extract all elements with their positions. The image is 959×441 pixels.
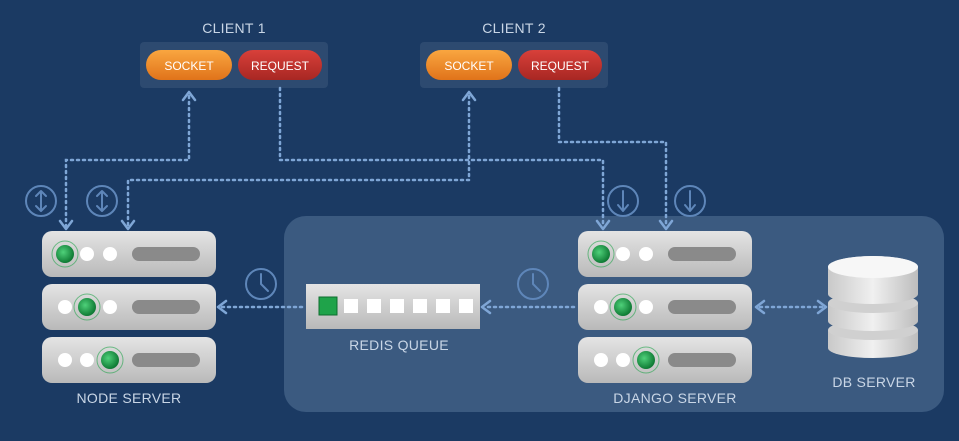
drive-slot	[132, 353, 200, 367]
client-title: CLIENT 2	[482, 20, 546, 36]
arrowhead	[58, 219, 74, 231]
drive-slot	[668, 353, 736, 367]
socket-button[interactable]: SOCKET	[146, 50, 232, 80]
node-server: NODE SERVER	[42, 231, 216, 406]
arrowhead	[461, 90, 477, 102]
client-2: CLIENT 2 SOCKET REQUEST	[420, 20, 608, 88]
server-unit	[578, 284, 752, 330]
redis-queue: REDIS QUEUE	[306, 284, 480, 353]
redis-queue-label: REDIS QUEUE	[349, 337, 449, 353]
db-server-label: DB SERVER	[832, 374, 915, 390]
queue-slot	[344, 299, 358, 313]
connector-lines	[58, 86, 828, 315]
down-arrow-icon	[674, 185, 706, 217]
queue-slot	[390, 299, 404, 313]
db-server: DB SERVER	[828, 256, 918, 390]
arrowhead	[658, 219, 674, 231]
node-server-label: NODE SERVER	[77, 390, 182, 406]
server-unit	[42, 284, 216, 330]
connector-client2-request-django	[557, 86, 668, 228]
clock-icon	[517, 268, 549, 300]
queue-slot	[436, 299, 450, 313]
up-down-arrow-icon	[86, 185, 118, 217]
arrowhead	[216, 299, 228, 315]
database-icon	[828, 256, 918, 358]
arrowhead	[120, 219, 136, 231]
django-server: DJANGO SERVER	[578, 231, 752, 406]
arrowhead	[816, 299, 828, 315]
status-led	[101, 351, 119, 369]
drive-slot	[668, 247, 736, 261]
status-led	[56, 245, 74, 263]
queue-slot	[367, 299, 381, 313]
drive-slot	[668, 300, 736, 314]
status-led	[592, 245, 610, 263]
client-1: CLIENT 1 SOCKET REQUEST	[140, 20, 328, 88]
django-server-label: DJANGO SERVER	[613, 390, 736, 406]
socket-button-label: SOCKET	[164, 59, 214, 73]
queue-slot	[413, 299, 427, 313]
up-down-arrow-icon	[25, 185, 57, 217]
request-button-label: REQUEST	[251, 59, 310, 73]
server-unit	[42, 231, 216, 277]
arrowhead	[181, 90, 197, 102]
server-unit	[42, 337, 216, 383]
clock-icon	[245, 268, 277, 300]
status-led	[614, 298, 632, 316]
queue-slot-active	[318, 296, 338, 316]
status-led	[637, 351, 655, 369]
client-title: CLIENT 1	[202, 20, 266, 36]
server-unit	[578, 231, 752, 277]
connector-client1-socket-node	[64, 94, 191, 228]
drive-slot	[132, 300, 200, 314]
drive-slot	[132, 247, 200, 261]
socket-button-label: SOCKET	[444, 59, 494, 73]
connector-client2-socket-node	[126, 94, 471, 228]
queue-slot	[459, 299, 473, 313]
socket-button[interactable]: SOCKET	[426, 50, 512, 80]
status-led	[78, 298, 96, 316]
down-arrow-icon	[607, 185, 639, 217]
request-button[interactable]: REQUEST	[518, 50, 602, 80]
connector-client1-request-django	[278, 86, 605, 228]
arrowhead	[480, 299, 492, 315]
request-button-label: REQUEST	[531, 59, 590, 73]
arrowhead	[754, 299, 766, 315]
arrowhead	[595, 219, 611, 231]
server-unit	[578, 337, 752, 383]
request-button[interactable]: REQUEST	[238, 50, 322, 80]
